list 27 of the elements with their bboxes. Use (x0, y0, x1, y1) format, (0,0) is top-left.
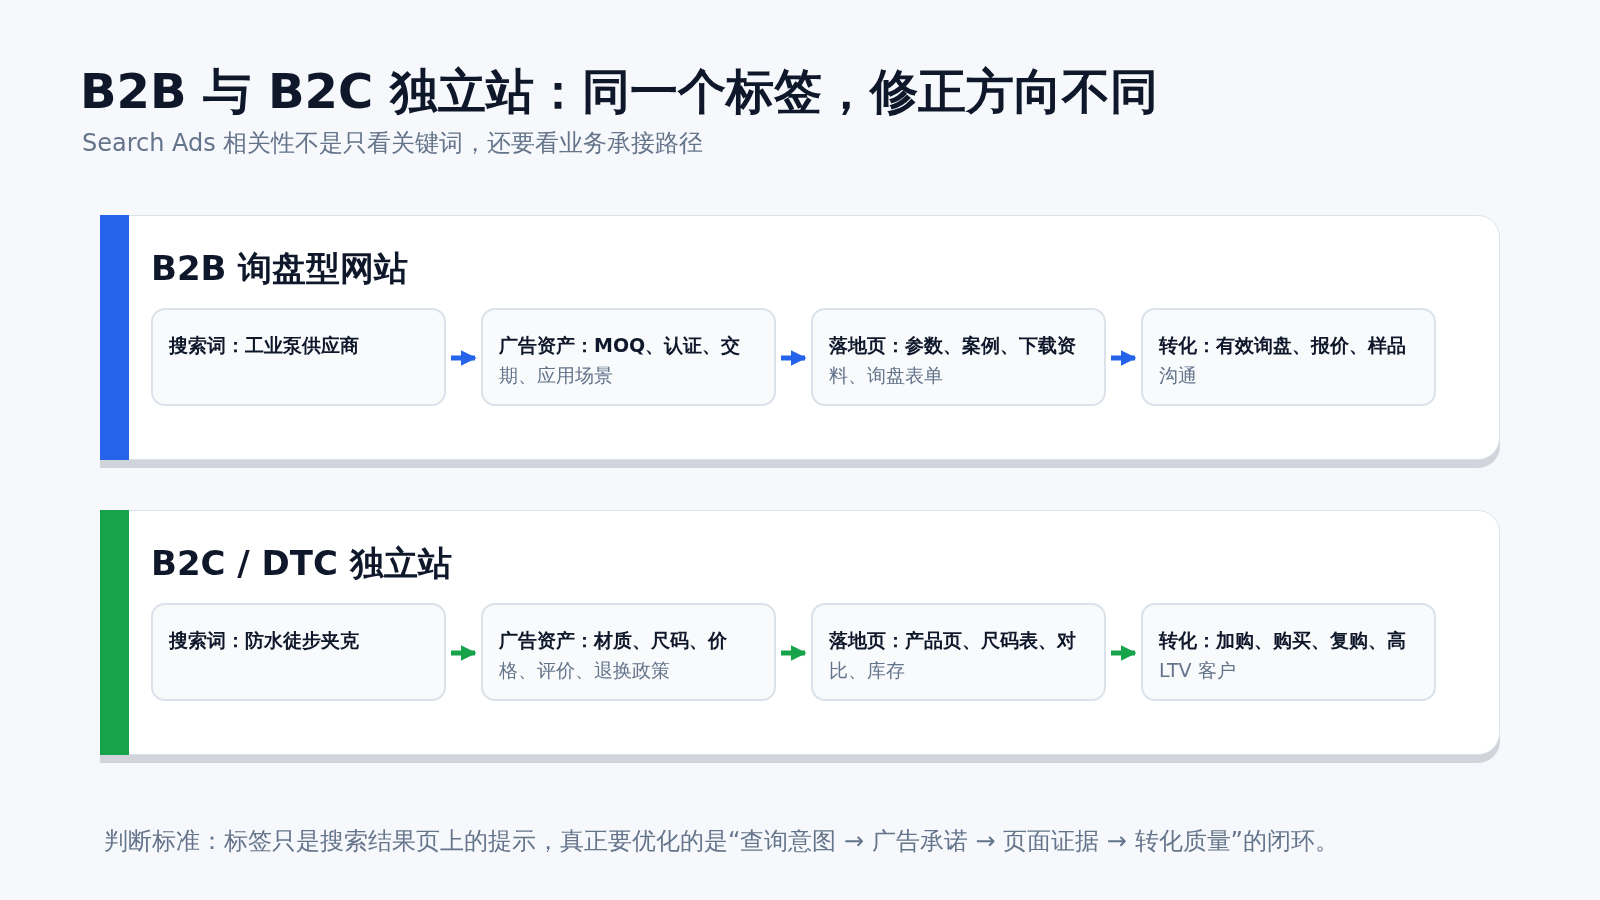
step-box (811, 603, 1106, 701)
caption: 判断标准：标签只是搜索结果页上的提示，真正要优化的是“查询意图 → 广告承诺 → 页面证据 → 转化质量”的闭环。 (104, 826, 1339, 857)
step-box (481, 308, 776, 406)
step-text: 落地页：产品页、尺码表、对比、库存 (829, 628, 1077, 683)
step-text: 广告资产：材质、尺码、价格、评价、退换政策 (499, 628, 728, 683)
step-text: 转化：加购、购买、复购、高 LTV 客户 (1159, 628, 1407, 683)
step-text: 落地页：参数、案例、下载资料、询盘表单 (829, 333, 1077, 388)
arrow (1111, 350, 1137, 366)
arrow (781, 350, 807, 366)
step-text: 转化：有效询盘、报价、样品沟通 (1159, 333, 1407, 388)
arrow (451, 645, 477, 661)
arrow (781, 645, 807, 661)
panel-heading: B2C / DTC 独立站 (151, 542, 452, 585)
step-box (151, 603, 446, 701)
step-text: 搜索词：工业泵供应商 (169, 333, 360, 358)
step-box (151, 308, 446, 406)
step-box (811, 308, 1106, 406)
arrow (1111, 645, 1137, 661)
step-box (481, 603, 776, 701)
arrow (451, 350, 477, 366)
step-text: 广告资产：MOQ、认证、交期、应用场景 (499, 333, 742, 388)
step-text: 搜索词：防水徒步夹克 (169, 628, 360, 653)
panel-heading: B2B 询盘型网站 (151, 247, 409, 290)
step-box (1141, 603, 1436, 701)
subtitle: Search Ads 相关性不是只看关键词，还要看业务承接路径 (82, 128, 704, 159)
step-box (1141, 308, 1436, 406)
title: B2B 与 B2C 独立站：同一个标签，修正方向不同 (80, 62, 1158, 121)
